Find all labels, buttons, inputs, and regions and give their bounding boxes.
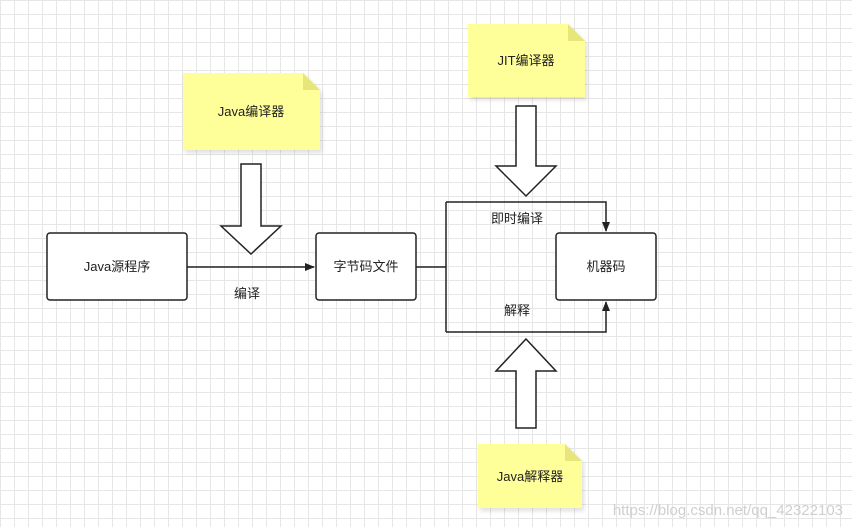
note-java-interpreter[interactable]: Java解释器	[478, 444, 582, 508]
down-block-arrow-jit	[494, 105, 558, 198]
connector-interpret	[446, 301, 610, 333]
note-java-compiler[interactable]: Java编译器	[183, 73, 320, 150]
note-jit-compiler[interactable]: JIT编译器	[468, 24, 585, 97]
note-java-interpreter-label: Java解释器	[497, 469, 563, 484]
node-machine-code[interactable]: 机器码	[555, 232, 657, 301]
up-block-arrow-interpreter	[494, 337, 558, 429]
edge-label-jit-compile: 即时编译	[491, 211, 543, 226]
node-machine-code-label: 机器码	[586, 259, 625, 274]
connector-jit-compile	[446, 201, 610, 232]
note-java-compiler-label: Java编译器	[218, 104, 284, 119]
note-jit-compiler-label: JIT编译器	[497, 53, 554, 68]
watermark-text: https://blog.csdn.net/qq_42322103	[613, 502, 843, 519]
node-bytecode-file[interactable]: 字节码文件	[315, 232, 417, 301]
node-bytecode-file-label: 字节码文件	[333, 259, 398, 274]
edge-label-interpret: 解释	[504, 303, 530, 318]
down-block-arrow-javac	[219, 163, 283, 256]
node-java-source[interactable]: Java源程序	[46, 232, 188, 301]
node-java-source-label: Java源程序	[84, 259, 150, 274]
edge-label-compile: 编译	[234, 286, 260, 301]
